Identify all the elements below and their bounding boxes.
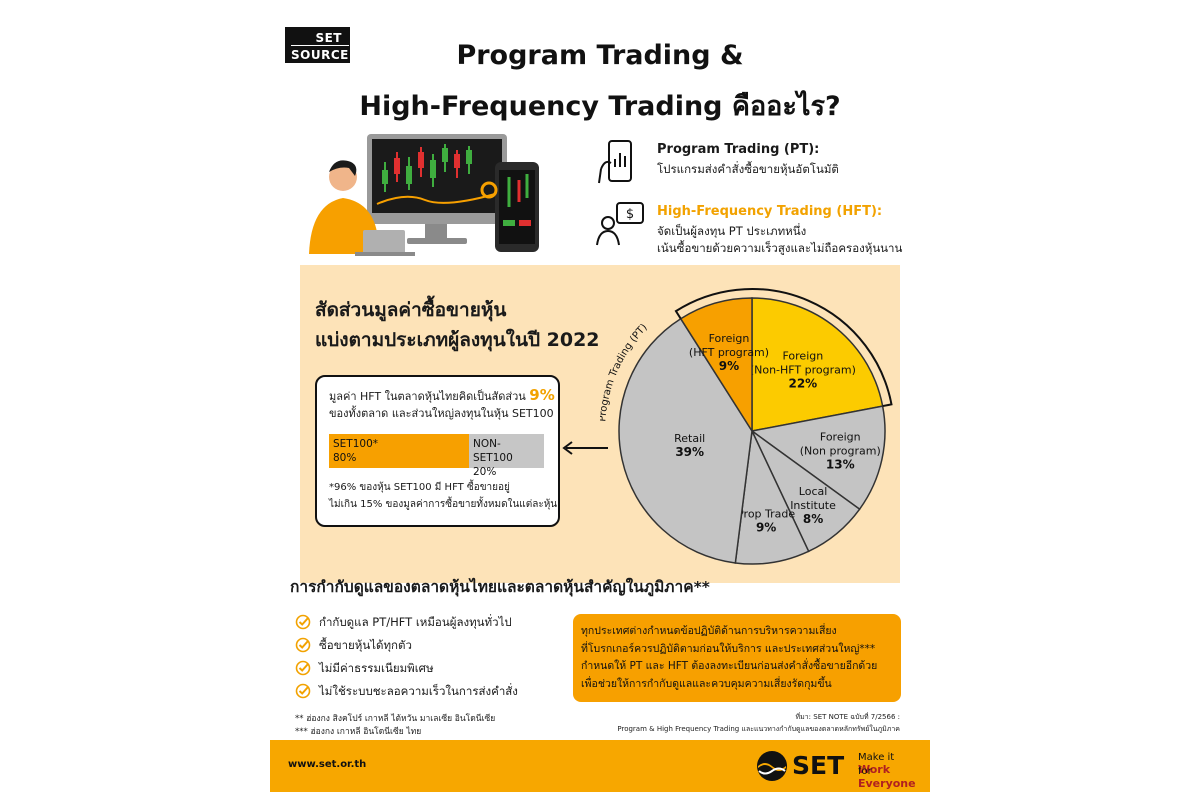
svg-text:$: $: [626, 207, 634, 222]
check-circle-icon: [295, 683, 311, 698]
tagline-bold: Everyone: [858, 777, 916, 790]
pt-title: Program Trading (PT):: [657, 142, 820, 157]
pie-slice-value: 22%: [788, 377, 817, 391]
hft-text-line1: จัดเป็นผู้ลงทุน PT ประเภทหนึ่ง: [657, 224, 807, 238]
summary-line: ที่โบรกเกอร์ควรปฏิบัติตามก่อนให้บริการ แ…: [581, 642, 876, 655]
pie-slice-label: Prop Trade: [737, 507, 795, 520]
pie-slice-label: (Non program): [800, 445, 881, 458]
hft-note-line2: ไม่เกิน 15% ของมูลค่าการซื้อขายทั้งหมดใน…: [329, 499, 558, 510]
list-item: ไม่ใช้ระบบชะลอความเร็วในการส่งคำสั่ง: [295, 679, 565, 702]
tagline-bold: Work: [858, 763, 891, 776]
hft-info-pct: 9%: [529, 386, 555, 404]
pie-slice-label: Institute: [790, 499, 836, 512]
share-heading-line2: แบ่งตามประเภทผู้ลงทุนในปี 2022: [315, 329, 600, 351]
share-heading: สัดส่วนมูลค่าซื้อขายหุ้น แบ่งตามประเภทผู…: [315, 295, 635, 355]
source-line1: ที่มา: SET NOTE ฉบับที่ 7/2566 :: [795, 713, 900, 721]
set-logo: SET Make it Work for Everyone: [755, 749, 916, 790]
footnote-1: ** ฮ่องกง สิงคโปร์ เกาหลี ไต้หวัน มาเลเซ…: [295, 714, 496, 724]
hft-info-box: มูลค่า HFT ในตลาดหุ้นไทยคิดเป็นสัดส่วน 9…: [315, 375, 560, 527]
regulation-heading: การกำกับดูแลของตลาดหุ้นไทยและตลาดหุ้นสำค…: [290, 578, 710, 596]
pie-slice-label: Foreign: [709, 332, 750, 345]
list-item-text: ซื้อขายหุ้นได้ทุกตัว: [319, 637, 412, 652]
trader-illustration: [309, 134, 539, 256]
bar-segment-non-set100: NON-SET100 20%: [469, 434, 544, 478]
summary-line: เพื่อช่วยให้การกำกับดูแลและควบคุมความเสี…: [581, 677, 832, 690]
pie-slice-value: 9%: [719, 359, 739, 373]
footer-bar: www.set.or.th SET Make it Work for Every…: [270, 740, 930, 792]
pie-slice-label: Foreign: [782, 350, 823, 363]
pie-slice: [679, 297, 753, 434]
pt-bracket: [674, 288, 893, 408]
hft-info-text: มูลค่า HFT ในตลาดหุ้นไทยคิดเป็นสัดส่วน 9…: [329, 387, 559, 422]
share-heading-line1: สัดส่วนมูลค่าซื้อขายหุ้น: [315, 299, 507, 321]
hft-info-line1: มูลค่า HFT ในตลาดหุ้นไทยคิดเป็นสัดส่วน: [329, 390, 526, 403]
page-title-line2: High-Frequency Trading คืออะไร?: [359, 91, 841, 122]
tagline-prefix: Make it: [858, 752, 895, 763]
hft-text: จัดเป็นผู้ลงทุน PT ประเภทหนึ่ง เน้นซื้อข…: [657, 223, 927, 257]
list-item-text: กำกับดูแล PT/HFT เหมือนผู้ลงทุนทั่วไป: [319, 614, 512, 629]
list-item: กำกับดูแล PT/HFT เหมือนผู้ลงทุนทั่วไป: [295, 610, 565, 633]
trading-share-section: สัดส่วนมูลค่าซื้อขายหุ้น แบ่งตามประเภทผู…: [300, 265, 900, 583]
investor-pie-chart: Foreign(Non-HFT program)22%Foreign(Non p…: [600, 288, 893, 565]
bar-non-set100-label: NON-SET100: [473, 438, 513, 464]
tagline-line2: for Everyone: [858, 766, 916, 790]
hft-title: High-Frequency Trading (HFT):: [657, 204, 883, 219]
phone-chart-icon: [598, 140, 632, 184]
pie-slice-label: Local: [799, 485, 828, 498]
tagline-line1: Make it Work: [858, 752, 915, 776]
footnote-2: *** ฮ่องกง เกาหลี อินโดนีเซีย ไทย: [295, 727, 422, 737]
infographic-card: SET SOURCE Program Trading & High-Freque…: [270, 22, 930, 792]
pt-text: โปรแกรมส่งคำสั่งซื้อขายหุ้นอัตโนมัติ: [657, 162, 839, 176]
definition-hft: $ High-Frequency Trading (HFT): จัดเป็นผ…: [595, 199, 925, 269]
website-link[interactable]: www.set.or.th: [288, 759, 367, 770]
source-line2: Program & High Frequency Trading และแนวท…: [617, 725, 900, 733]
arrow-left-icon: [562, 441, 608, 455]
pie-slice-value: 8%: [803, 512, 823, 526]
logo-line2: SOURCE: [291, 45, 349, 62]
pie-slice-label: Retail: [674, 432, 705, 445]
list-item-text: ไม่ใช้ระบบชะลอความเร็วในการส่งคำสั่ง: [319, 683, 518, 698]
pie-slice-label: (HFT program): [689, 346, 769, 359]
bar-set100-label: SET100*: [333, 438, 379, 450]
definition-pt: Program Trading (PT): โปรแกรมส่งคำสั่งซื…: [595, 137, 925, 199]
hft-note-line1: *96% ของหุ้น SET100 มี HFT ซื้อขายอยู่: [329, 482, 510, 493]
bar-set100-pct: 80%: [333, 452, 357, 464]
pie-slice-value: 13%: [826, 458, 855, 472]
pie-slice-value: 9%: [756, 520, 776, 534]
pie-slice-label: Foreign: [820, 431, 861, 444]
set-source-logo: SET SOURCE: [285, 27, 350, 63]
investor-dollar-icon: $: [596, 202, 644, 246]
pie-slice-value: 39%: [675, 445, 704, 459]
hft-info-line2: ของทั้งตลาด และส่วนใหญ่ลงทุนในหุ้น SET10…: [329, 407, 554, 420]
tagline-prefix: for: [858, 766, 872, 777]
summary-line: ทุกประเทศต่างกำหนดข้อปฏิบัติด้านการบริหา…: [581, 625, 837, 637]
list-item-text: ไม่มีค่าธรรมเนียมพิเศษ: [319, 660, 434, 675]
bar-non-set100-pct: 20%: [473, 466, 497, 478]
pie-slice-label: (Non-HFT program): [750, 364, 856, 377]
list-item: ซื้อขายหุ้นได้ทุกตัว: [295, 633, 565, 656]
page-title-line1: Program Trading &: [456, 40, 744, 71]
hft-note: *96% ของหุ้น SET100 มี HFT ซื้อขายอยู่ ไ…: [329, 479, 564, 513]
check-circle-icon: [295, 660, 311, 675]
check-circle-icon: [295, 614, 311, 629]
pie-slice: [750, 405, 886, 511]
set-logo-text: SET: [792, 751, 845, 780]
bar-segment-set100: SET100* 80%: [329, 434, 469, 468]
pie-slice: [751, 297, 884, 432]
set-emblem-icon: [757, 751, 787, 781]
list-item: ไม่มีค่าธรรมเนียมพิเศษ: [295, 656, 565, 679]
hft-text-line2: เน้นซื้อขายด้วยความเร็วสูงและไม่ถือครองห…: [657, 241, 903, 255]
regulation-summary-box: ทุกประเทศต่างกำหนดข้อปฏิบัติด้านการบริหา…: [573, 614, 901, 702]
summary-line: กำหนดให้ PT และ HFT ต้องลงทะเบียนก่อนส่ง…: [581, 660, 878, 672]
check-circle-icon: [295, 637, 311, 652]
definitions: Program Trading (PT): โปรแกรมส่งคำสั่งซื…: [595, 137, 925, 269]
set100-split-bar: SET100* 80% NON-SET100 20%: [329, 434, 544, 478]
logo-line1: SET: [315, 31, 342, 45]
regulation-list: กำกับดูแล PT/HFT เหมือนผู้ลงทุนทั่วไป ซื…: [295, 610, 565, 702]
